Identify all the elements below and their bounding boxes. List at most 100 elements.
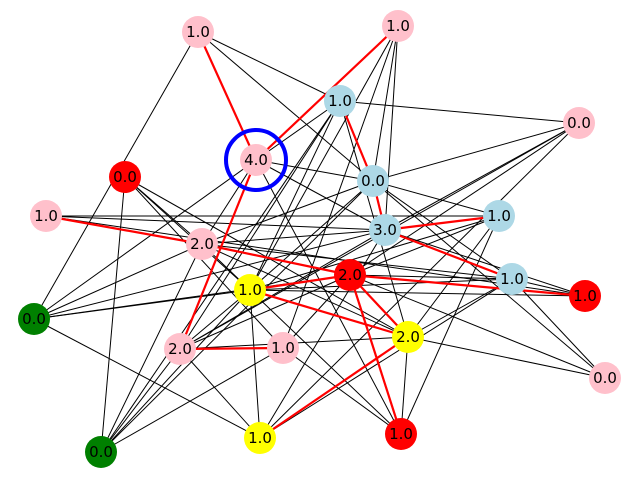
edge-2-3 (339, 100, 580, 124)
selection-ring (224, 128, 288, 192)
graph-node-20[interactable]: 0.0 (85, 436, 117, 468)
node-label-19: 0.0 (593, 369, 617, 387)
node-label-18: 1.0 (271, 339, 295, 357)
edge-11-12 (349, 274, 513, 280)
graph-node-4[interactable]: 4.0 (224, 128, 288, 192)
node-label-10: 2.0 (190, 235, 214, 253)
node-circle-20 (85, 436, 117, 468)
graph-node-10[interactable]: 2.0 (186, 228, 218, 260)
node-label-14: 1.0 (238, 281, 262, 299)
graph-node-15[interactable]: 0.0 (18, 303, 50, 335)
node-label-3: 0.0 (567, 114, 591, 132)
edge-4-10 (201, 159, 257, 245)
node-label-20: 0.0 (89, 443, 113, 461)
graph-node-1[interactable]: 1.0 (382, 10, 414, 42)
node-label-16: 2.0 (396, 328, 420, 346)
edge-8-10 (201, 229, 386, 245)
edge-7-8 (45, 215, 386, 231)
edge-12-19 (511, 278, 606, 379)
node-circle-2 (324, 85, 356, 117)
edge-2-20 (100, 100, 341, 453)
edge-10-15 (33, 243, 203, 320)
node-label-1: 1.0 (386, 17, 410, 35)
node-circle-18 (267, 332, 299, 364)
edge-5-20 (100, 176, 126, 453)
edge-16-19 (407, 336, 606, 379)
edge-14-22 (249, 289, 402, 435)
node-circle-0 (182, 16, 214, 48)
nodes-layer: 1.0 1.0 1.0 0.0 4.0 0.0 0.0 1.0 3.0 1.0 2.0 2.0 1.0 1… (18, 10, 621, 468)
node-circle-6 (357, 165, 389, 197)
highlighted-edge-16-21 (259, 336, 409, 439)
node-circle-9 (483, 200, 515, 232)
edge-5-14 (124, 176, 251, 291)
highlighted-edge-11-22 (348, 274, 403, 435)
node-label-8: 3.0 (373, 221, 397, 239)
edge-18-22 (282, 347, 402, 435)
graph-node-0[interactable]: 1.0 (182, 16, 214, 48)
graph-node-19[interactable]: 0.0 (589, 362, 621, 394)
edge-0-6 (197, 31, 374, 182)
graph-node-13[interactable]: 1.0 (569, 280, 601, 312)
edge-9-14 (249, 215, 500, 291)
edge-15-21 (33, 318, 261, 439)
node-circle-10 (186, 228, 218, 260)
graph-node-5[interactable]: 0.0 (109, 161, 141, 193)
graph-node-18[interactable]: 1.0 (267, 332, 299, 364)
node-circle-4 (240, 144, 272, 176)
node-label-5: 0.0 (113, 168, 137, 186)
node-label-6: 0.0 (361, 172, 385, 190)
graph-node-12[interactable]: 1.0 (496, 263, 528, 295)
node-label-12: 1.0 (500, 270, 524, 288)
edge-13-14 (249, 289, 586, 297)
graph-node-17[interactable]: 2.0 (164, 333, 196, 365)
node-label-17: 2.0 (168, 340, 192, 358)
node-circle-17 (164, 333, 196, 365)
edge-4-6 (255, 159, 374, 182)
edge-0-2 (197, 31, 341, 102)
edge-1-8 (384, 25, 399, 231)
edge-1-14 (249, 25, 399, 291)
node-circle-11 (334, 259, 366, 291)
edge-4-8 (255, 159, 386, 231)
graph-node-22[interactable]: 1.0 (385, 418, 417, 450)
edge-3-6 (372, 122, 580, 182)
highlighted-edge-7-10 (45, 214, 203, 246)
node-label-2: 1.0 (328, 92, 352, 110)
edge-5-18 (124, 176, 284, 349)
edge-17-20 (100, 348, 181, 453)
node-label-7: 1.0 (34, 207, 58, 225)
edge-8-21 (259, 229, 386, 439)
node-circle-16 (392, 321, 424, 353)
graph-node-21[interactable]: 1.0 (244, 422, 276, 454)
edge-6-12 (372, 180, 513, 280)
node-circle-8 (369, 214, 401, 246)
edge-7-13 (45, 215, 586, 297)
edges-layer (33, 25, 606, 453)
edge-8-13 (384, 229, 586, 297)
edge-16-22 (400, 336, 409, 435)
node-circle-14 (234, 274, 266, 306)
edge-4-15 (33, 159, 257, 320)
highlighted-edge-10-11 (201, 242, 351, 277)
node-circle-21 (244, 422, 276, 454)
highlighted-edge-4-17 (178, 159, 258, 350)
graph-node-9[interactable]: 1.0 (483, 200, 515, 232)
edge-6-10 (201, 180, 374, 245)
graph-node-11[interactable]: 2.0 (334, 259, 366, 291)
edge-6-20 (100, 180, 374, 453)
graph-node-6[interactable]: 0.0 (357, 165, 389, 197)
node-label-9: 1.0 (487, 207, 511, 225)
graph-node-2[interactable]: 1.0 (324, 85, 356, 117)
graph-node-8[interactable]: 3.0 (369, 214, 401, 246)
graph-node-14[interactable]: 1.0 (234, 274, 266, 306)
graph-node-3[interactable]: 0.0 (563, 107, 595, 139)
highlighted-edge-14-16 (249, 288, 409, 339)
highlighted-edge-8-12 (384, 228, 513, 281)
graph-node-16[interactable]: 2.0 (392, 321, 424, 353)
graph-node-7[interactable]: 1.0 (30, 200, 62, 232)
edge-3-11 (349, 122, 580, 276)
node-label-15: 0.0 (22, 310, 46, 328)
